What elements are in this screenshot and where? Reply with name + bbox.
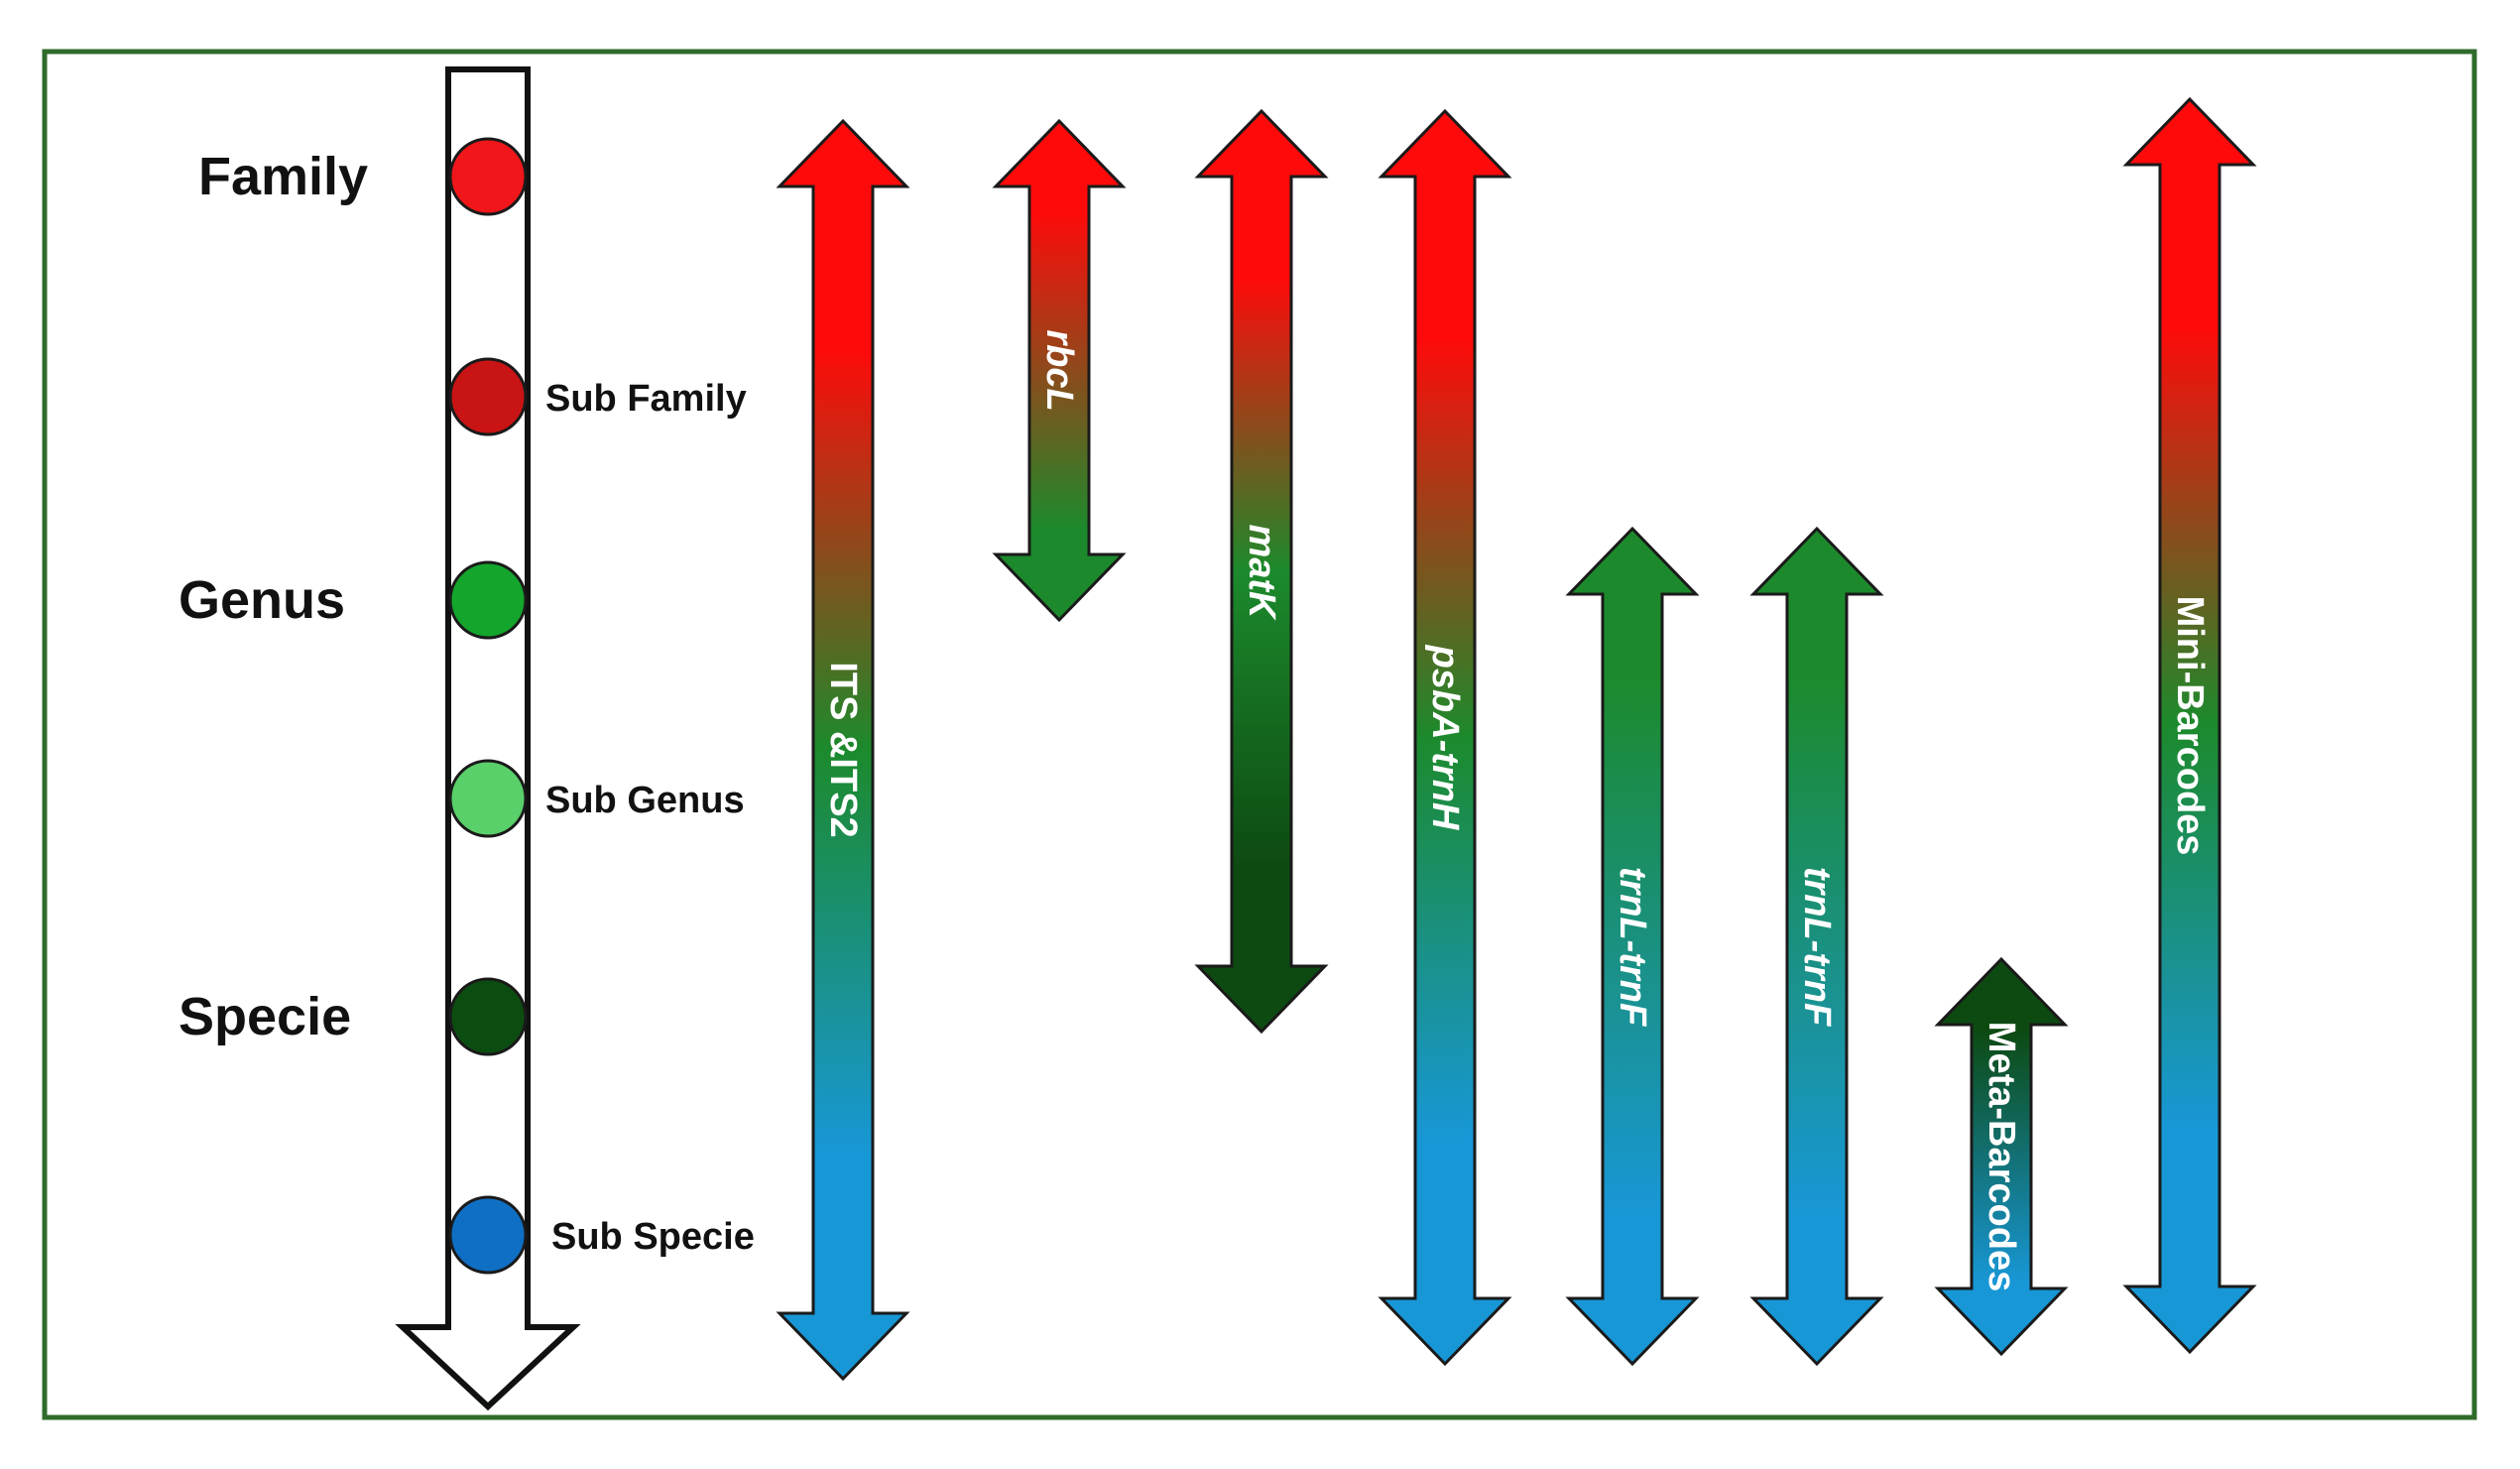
marker-arrow-psba-trnh-4 xyxy=(1378,108,1512,1367)
marker-arrow-its-its2-1 xyxy=(776,118,910,1382)
marker-arrow-matk-3 xyxy=(1194,108,1329,1035)
rank-dot-family xyxy=(448,137,528,216)
rank-dot-specie xyxy=(448,977,528,1056)
marker-label-meta-barcodes-7: Meta-Barcodes xyxy=(1980,1022,2022,1291)
marker-label-its-its2-1: ITS &ITS2 xyxy=(822,662,864,837)
marker-label-matk-3: matK xyxy=(1241,524,1282,621)
rank-dot-sub-genus xyxy=(448,759,528,838)
hierarchy-arrow xyxy=(395,66,581,1411)
marker-label-rbcl-2: rbcL xyxy=(1038,329,1080,411)
marker-arrow-meta-barcodes-7 xyxy=(1934,956,2069,1357)
marker-label-mini-barcodes-8: Mini-Barcodes xyxy=(2169,596,2211,856)
rank-label-sub-family: Sub Family xyxy=(545,378,747,420)
marker-label-trnl-trnf-5: trnL-trnF xyxy=(1612,867,1653,1028)
marker-arrow-rbcl-2 xyxy=(992,118,1127,623)
rank-dot-sub-family xyxy=(448,357,528,436)
rank-dot-genus xyxy=(448,560,528,640)
marker-label-psba-trnh-4: psbA-trnH xyxy=(1424,645,1466,831)
marker-arrow-mini-barcodes-8 xyxy=(2122,96,2257,1355)
marker-arrow-trnl-trnf-6 xyxy=(1749,526,1884,1367)
rank-label-sub-genus: Sub Genus xyxy=(545,780,745,821)
rank-dot-sub-specie xyxy=(448,1195,528,1275)
rank-label-sub-specie: Sub Specie xyxy=(551,1216,755,1258)
rank-label-genus: Genus xyxy=(179,570,345,630)
rank-label-family: Family xyxy=(198,147,368,206)
marker-label-trnl-trnf-6: trnL-trnF xyxy=(1796,867,1838,1028)
rank-label-specie: Specie xyxy=(179,987,351,1046)
marker-arrow-trnl-trnf-5 xyxy=(1565,526,1700,1367)
marker-arrows: ITS &ITS2 rbcL matK psbA-trnH trnL-trnF trnL-… xyxy=(776,96,2257,1382)
